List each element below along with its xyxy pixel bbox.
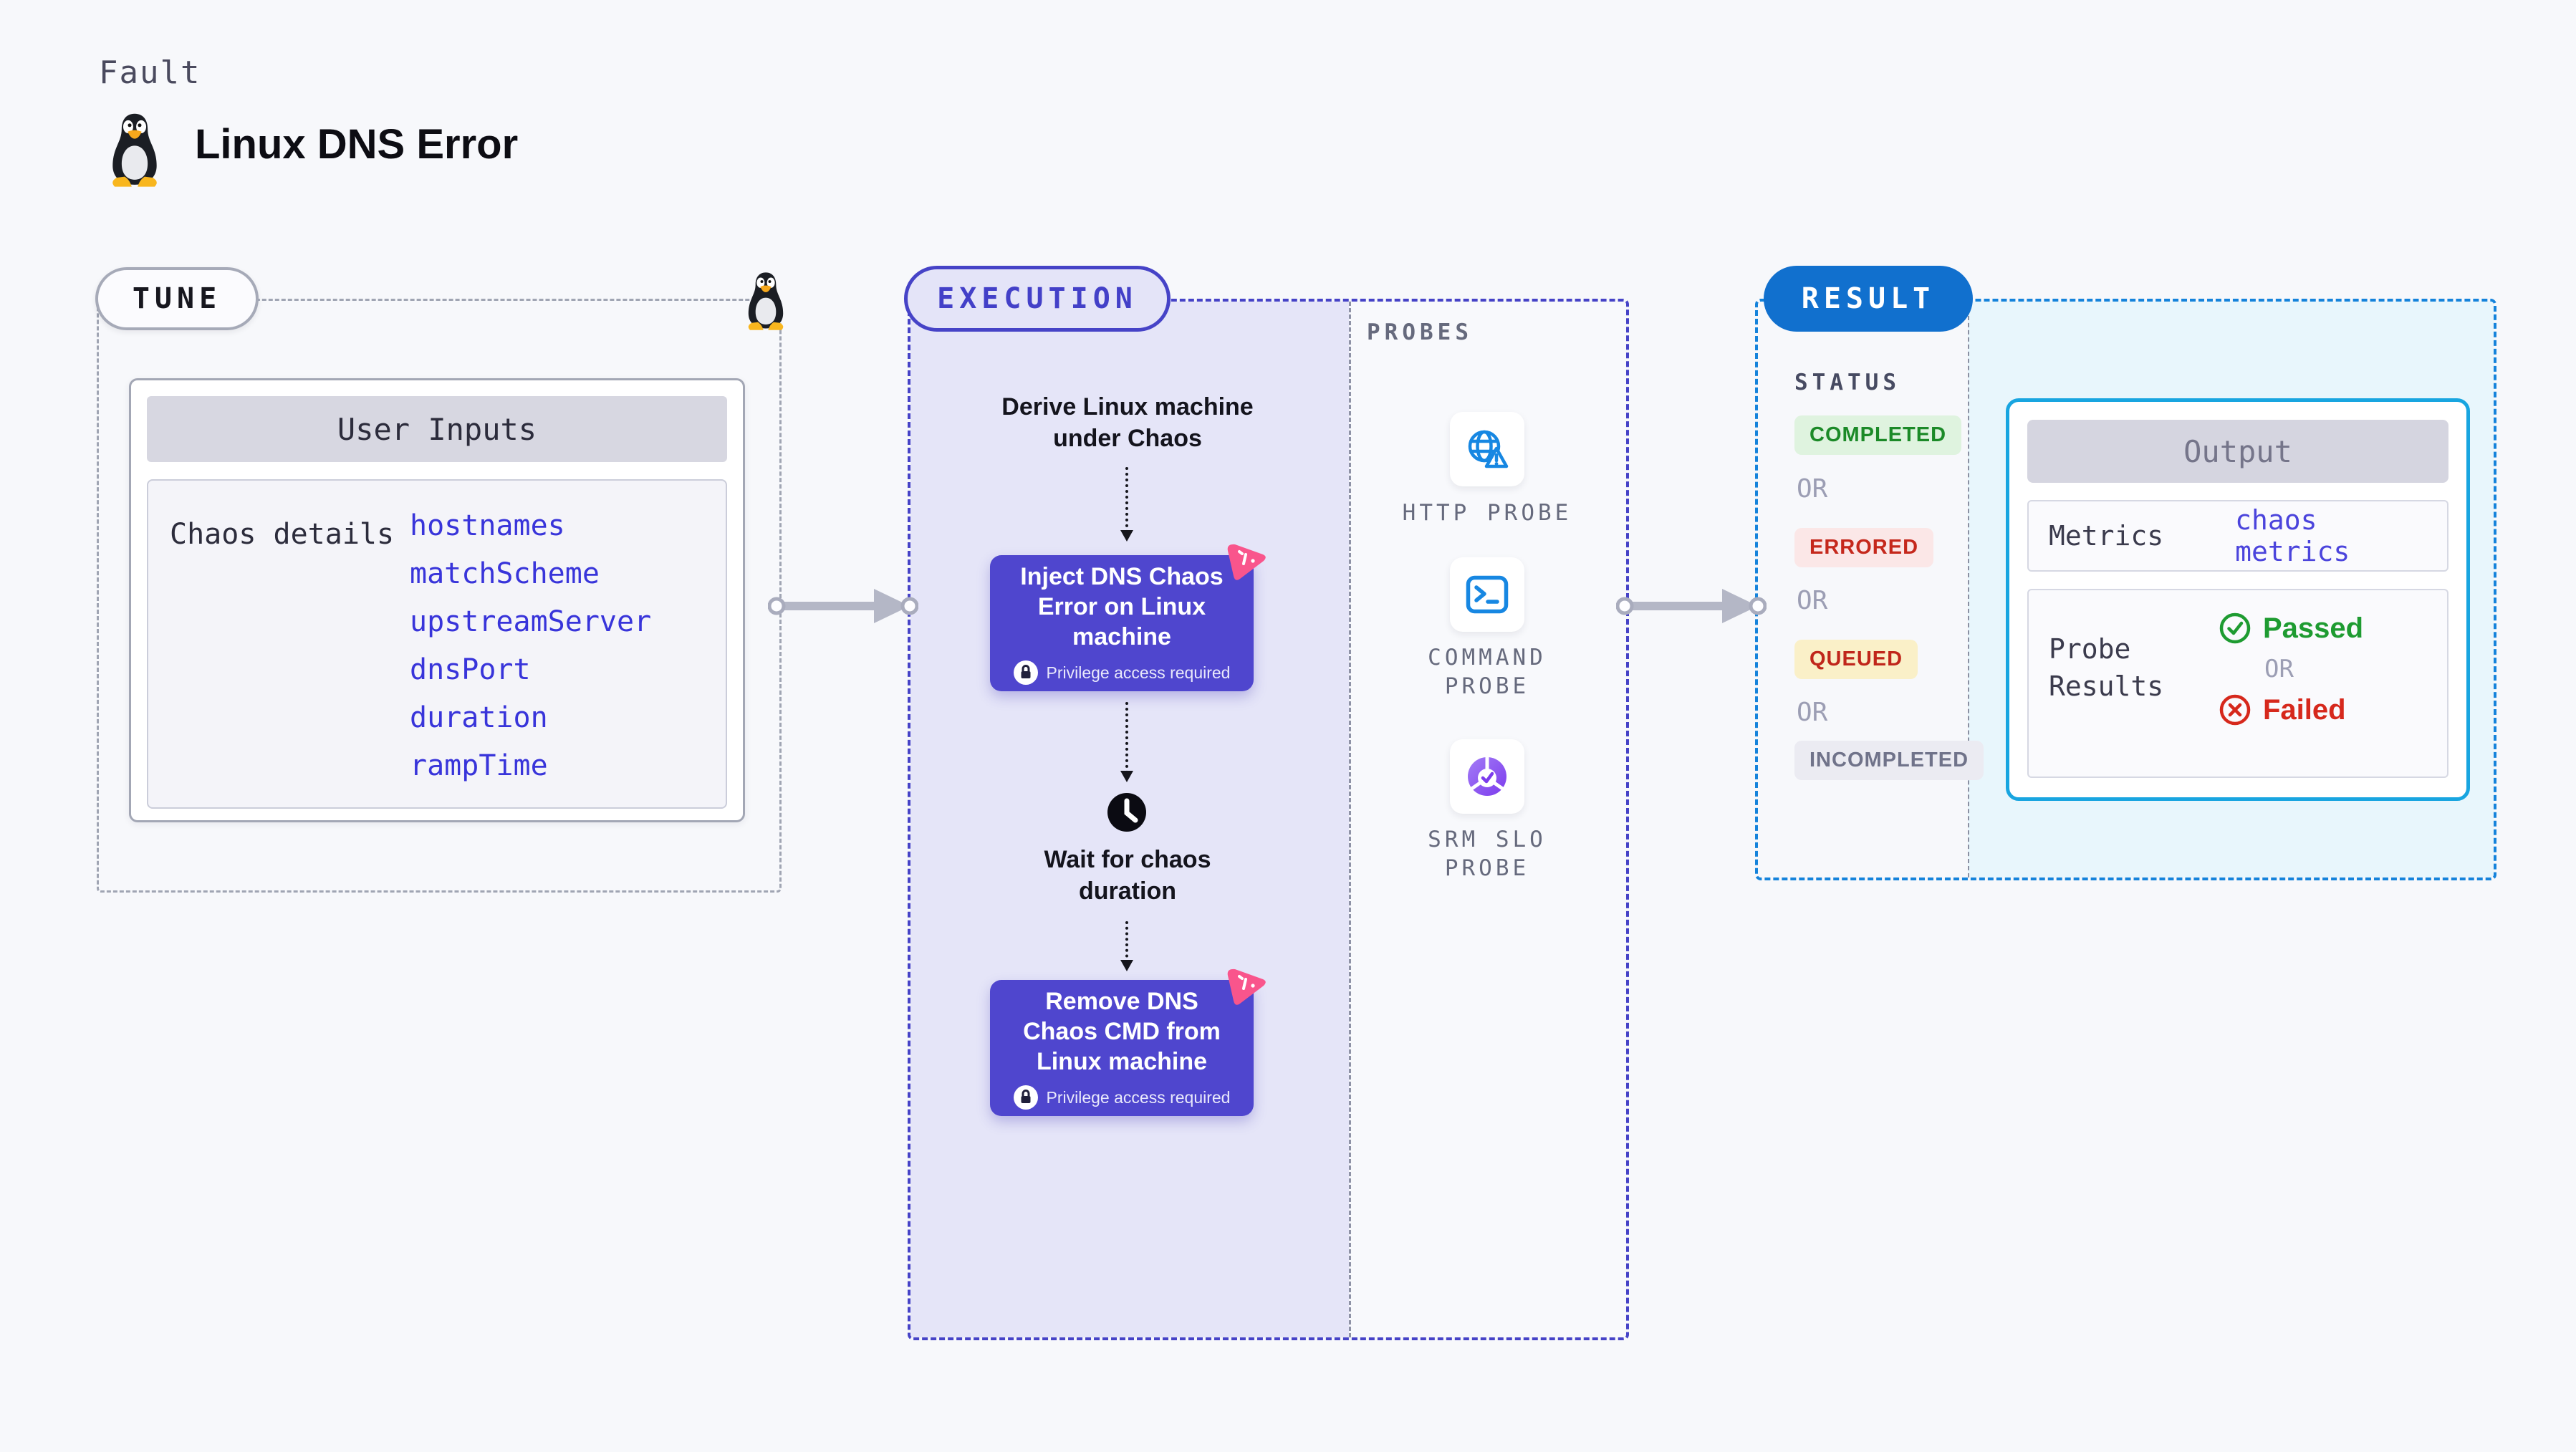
page-title: Linux DNS Error — [195, 121, 519, 168]
user-inputs-body: Chaos details hostnames matchScheme upst… — [147, 479, 727, 809]
result-section-pill: RESULT — [1764, 266, 1973, 332]
passed-row: Passed — [2219, 612, 2363, 645]
param-upstreamserver: upstreamServer — [410, 605, 652, 638]
chaos-details-label: Chaos details — [170, 518, 395, 551]
passed-label: Passed — [2263, 612, 2364, 644]
privilege-row: Privilege access required — [1013, 660, 1231, 685]
chaos-fault-badge-icon — [1226, 967, 1267, 1006]
privilege-note: Privilege access required — [1046, 663, 1231, 682]
inject-dns-chaos-node: Inject DNS Chaos Error on Linux machine … — [990, 542, 1267, 691]
or-separator: OR — [1797, 586, 1828, 615]
metrics-label: Metrics — [2049, 520, 2164, 552]
http-probe-card — [1450, 412, 1524, 486]
fault-kind-label: Fault — [99, 54, 201, 91]
inject-node-title: Inject DNS Chaos Error on Linux machine — [1020, 563, 1224, 650]
probe-results-values: Passed OR Failed — [2219, 612, 2363, 726]
metrics-value: chaos metrics — [2235, 504, 2350, 567]
remove-dns-chaos-node: Remove DNS Chaos CMD from Linux machine … — [990, 967, 1267, 1116]
probe-results-label: Probe Results — [2049, 633, 2164, 702]
output-card: Output Metrics chaos metrics Probe Resul… — [2006, 398, 2470, 801]
wait-clock-icon — [1106, 792, 1148, 837]
status-column-label: STATUS — [1794, 370, 1900, 395]
status-badge-incompleted: INCOMPLETED — [1794, 741, 1984, 780]
tune-section-pill: TUNE — [95, 267, 259, 330]
tune-to-execution-arrow — [768, 585, 918, 628]
output-header: Output — [2027, 420, 2448, 483]
x-circle-icon — [2219, 694, 2251, 726]
wait-duration-step: Wait for chaos duration — [1044, 846, 1211, 905]
linux-tux-icon — [112, 113, 157, 187]
tune-section-box — [97, 299, 782, 893]
srm-slo-probe-label: SRM SLO PROBE — [1428, 827, 1547, 881]
command-probe-card — [1450, 557, 1524, 632]
http-probe-label: HTTP PROBE — [1402, 500, 1572, 526]
privilege-row: Privilege access required — [1013, 1085, 1231, 1110]
chaos-fault-badge-icon — [1226, 542, 1267, 582]
srm-slo-probe-card — [1450, 739, 1524, 814]
flow-arrow-down-3 — [1120, 921, 1133, 971]
or-separator: OR — [1797, 698, 1828, 727]
status-badge-errored: ERRORED — [1794, 528, 1934, 567]
probe-results-row: Probe Results Passed OR Failed — [2027, 589, 2448, 778]
remove-node-title: Remove DNS Chaos CMD from Linux machine — [1023, 988, 1221, 1075]
command-probe-label: COMMAND PROBE — [1428, 645, 1547, 699]
terminal-icon — [1466, 575, 1509, 614]
execution-to-result-arrow — [1616, 585, 1767, 628]
flow-arrow-down-1 — [1120, 467, 1133, 542]
param-duration: duration — [410, 701, 548, 734]
lock-icon — [1013, 1085, 1038, 1110]
failed-label: Failed — [2263, 693, 2346, 726]
derive-machine-step: Derive Linux machine under Chaos — [1001, 393, 1254, 452]
flow-arrow-down-2 — [1120, 702, 1133, 782]
linux-tux-icon-small — [748, 272, 784, 330]
slo-donut-check-icon — [1468, 757, 1506, 796]
status-badge-completed: COMPLETED — [1794, 415, 1962, 455]
or-separator: OR — [1797, 474, 1828, 504]
metrics-row: Metrics chaos metrics — [2027, 500, 2448, 572]
execution-section-pill: EXECUTION — [904, 266, 1171, 332]
param-matchscheme: matchScheme — [410, 557, 600, 590]
user-inputs-card: User Inputs Chaos details hostnames matc… — [129, 378, 745, 822]
check-circle-icon — [2219, 612, 2251, 644]
or-separator: OR — [2264, 655, 2294, 683]
user-inputs-header: User Inputs — [147, 396, 727, 462]
status-badge-queued: QUEUED — [1794, 640, 1918, 679]
probes-column-label: PROBES — [1367, 319, 1473, 345]
param-ramptime: rampTime — [410, 749, 548, 782]
privilege-note: Privilege access required — [1046, 1087, 1231, 1107]
failed-row: Failed — [2219, 693, 2363, 726]
chaos-param-list: hostnames matchScheme upstreamServer dns… — [410, 502, 651, 790]
param-dnsport: dnsPort — [410, 653, 531, 686]
param-hostnames: hostnames — [410, 509, 565, 542]
lock-icon — [1013, 660, 1038, 685]
globe-alert-icon — [1468, 430, 1509, 468]
